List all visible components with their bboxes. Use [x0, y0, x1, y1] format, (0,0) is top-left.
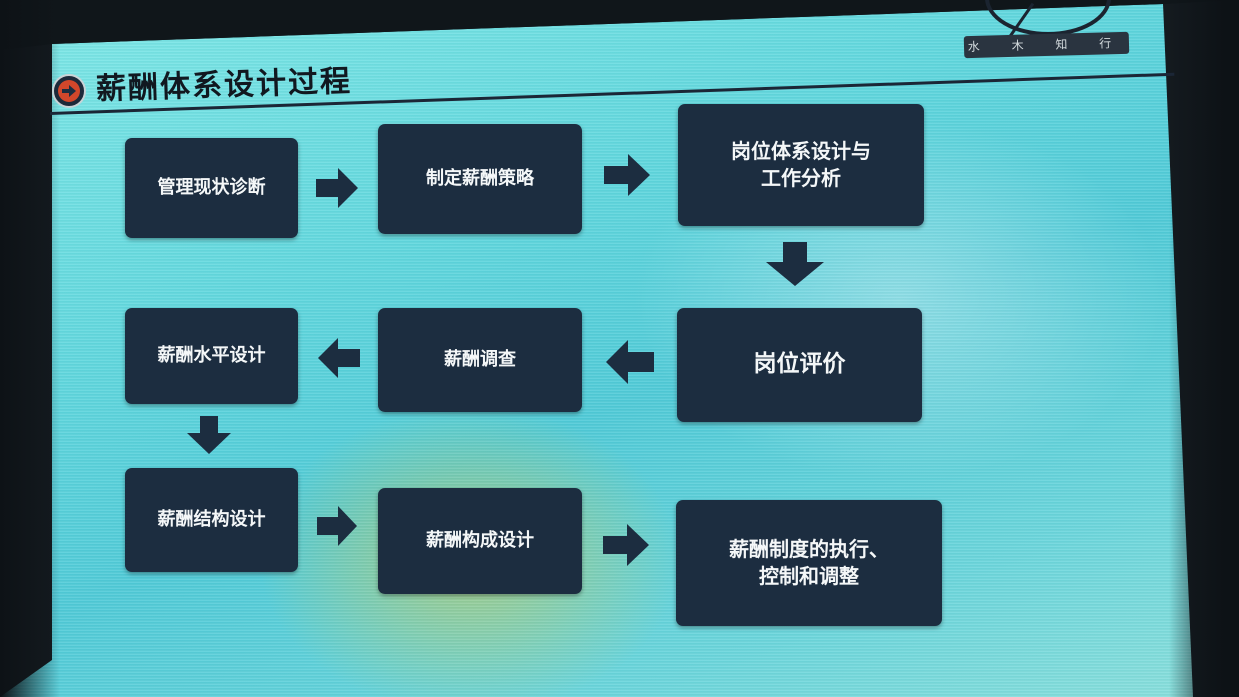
- step-pay-level-design: 薪酬水平设计: [125, 308, 298, 404]
- step-pay-strategy: 制定薪酬策略: [378, 124, 582, 234]
- block-arrow-icon: [604, 154, 650, 196]
- slide-title: 薪酬体系设计过程: [95, 63, 353, 107]
- logo-text: 水 木 知 行: [963, 31, 1130, 59]
- block-arrow-icon: [606, 340, 654, 384]
- right-shadow: [1169, 0, 1239, 697]
- left-shadow: [0, 0, 60, 697]
- step-label: 薪酬水平设计: [157, 344, 266, 366]
- step-label: 管理现状诊断: [157, 176, 266, 198]
- block-arrow-icon: [766, 242, 824, 286]
- step-label: 薪酬结构设计: [157, 508, 266, 530]
- step-pay-structure-design: 薪酬结构设计: [125, 468, 298, 572]
- right-arrow-circle-icon: [52, 74, 86, 108]
- step-pay-execution-control: 薪酬制度的执行、 控制和调整: [676, 500, 942, 626]
- step-label: 薪酬构成设计: [426, 529, 534, 551]
- block-arrow-icon: [603, 524, 649, 566]
- step-label: 岗位体系设计与 工作分析: [731, 139, 871, 190]
- block-arrow-icon: [187, 416, 231, 454]
- step-job-system-design: 岗位体系设计与 工作分析: [678, 104, 924, 226]
- step-pay-survey: 薪酬调查: [378, 308, 582, 412]
- step-label: 岗位评价: [753, 351, 846, 378]
- step-management-diagnosis: 管理现状诊断: [125, 138, 298, 238]
- step-job-evaluation: 岗位评价: [677, 308, 922, 422]
- step-pay-composition-design: 薪酬构成设计: [378, 488, 582, 594]
- block-arrow-icon: [317, 506, 357, 546]
- step-label: 制定薪酬策略: [426, 167, 534, 189]
- step-label: 薪酬制度的执行、 控制和调整: [729, 537, 889, 588]
- step-label: 薪酬调查: [444, 348, 516, 370]
- block-arrow-icon: [318, 338, 360, 378]
- block-arrow-icon: [316, 168, 358, 208]
